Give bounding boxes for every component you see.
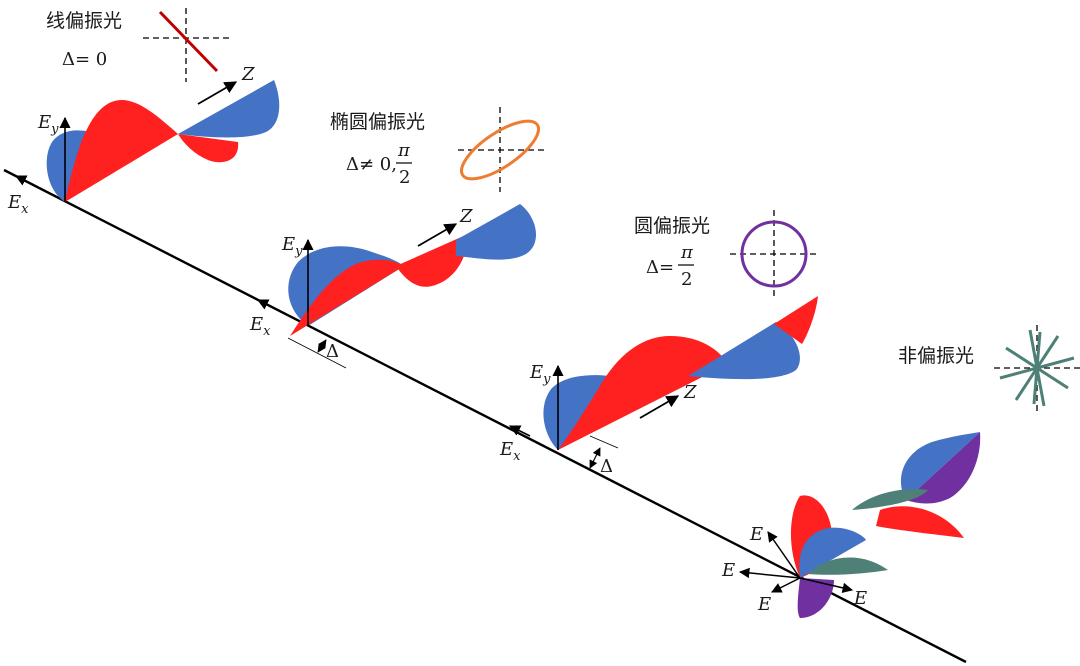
elliptical-blue-lobe-right xyxy=(456,204,537,260)
linear-ey-label: Ey xyxy=(37,112,59,137)
elliptical-red-lobe-1 xyxy=(290,259,404,336)
linear-title: 线偏振光 xyxy=(46,10,122,32)
circular-frac-den: 2 xyxy=(681,269,692,290)
elliptical-frac-num: π xyxy=(397,140,411,161)
unpolarized-title: 非偏振光 xyxy=(898,345,974,367)
elliptical-ey-label: Ey xyxy=(281,234,303,259)
linear-red-lobe-1 xyxy=(65,100,178,202)
linear-z-arrow xyxy=(197,81,238,105)
unpol-teal-mid xyxy=(808,557,888,575)
elliptical-frac-den: 2 xyxy=(399,167,410,188)
unpol-purple-bottom xyxy=(797,578,834,618)
elliptical-title: 椭圆偏振光 xyxy=(330,111,425,133)
unpol-purple-top xyxy=(906,432,981,504)
circular-ex-label: Ex xyxy=(499,439,521,464)
circle-icon xyxy=(730,210,818,298)
circular-delta-arrow xyxy=(589,447,601,469)
elliptical-delta-arrow xyxy=(317,339,327,353)
circular-blue-lobe-mid xyxy=(688,322,800,380)
elliptical-wave-group xyxy=(256,204,537,369)
circular-ex-arrow xyxy=(508,425,531,437)
circular-wave-group xyxy=(508,296,818,469)
linear-phase: Δ= 0 xyxy=(62,49,107,70)
unpol-e-arrow-left xyxy=(738,567,801,579)
circular-red-lobe-1 xyxy=(558,336,728,450)
linear-wave-group xyxy=(14,80,280,202)
unpol-blue-top xyxy=(901,432,980,500)
elliptical-z-label: Z xyxy=(459,206,473,227)
elliptical-phase-prefix: Δ≠ 0, xyxy=(346,154,397,175)
unpol-e-arrow-downleft xyxy=(771,577,801,593)
unpol-blue-mid xyxy=(799,527,866,578)
linear-z-label: Z xyxy=(241,64,255,85)
unpol-e-label-up: E xyxy=(749,524,763,545)
circular-delta-label: Δ xyxy=(600,456,613,477)
elliptical-z-arrow xyxy=(417,223,458,247)
elliptical-red-lobe-2 xyxy=(396,234,468,287)
unpolarized-wave-group xyxy=(738,432,981,618)
circular-z-arrow xyxy=(639,395,680,419)
elliptical-ex-label: Ex xyxy=(249,314,271,339)
circular-frac-num: π xyxy=(680,242,694,263)
unpol-red-right xyxy=(876,506,964,538)
unpol-e-label-left: E xyxy=(721,560,735,581)
circular-ey-label: Ey xyxy=(529,362,551,387)
linear-ex-label: Ex xyxy=(7,192,29,217)
elliptical-delta-label: Δ xyxy=(326,341,339,362)
circular-delta-guide xyxy=(589,435,619,449)
circular-z-label: Z xyxy=(683,382,697,403)
linear-red-lobe-2 xyxy=(178,134,239,163)
linear-ex-arrow xyxy=(14,175,35,186)
line-icon xyxy=(143,8,230,82)
unpol-teal-top xyxy=(852,488,928,510)
circular-title: 圆偏振光 xyxy=(634,215,710,237)
unpol-e-arrow-right xyxy=(799,577,854,593)
circular-red-tip xyxy=(774,296,818,344)
circular-phase-prefix: Δ= xyxy=(646,257,674,278)
elliptical-ex-arrow xyxy=(256,299,279,311)
unpol-e-arrow-up xyxy=(767,531,801,579)
ellipse-icon xyxy=(458,107,545,192)
unpol-e-label-downleft: E xyxy=(757,594,771,615)
linear-blue-lobe-right xyxy=(178,80,280,138)
elliptical-delta-guide xyxy=(287,337,347,369)
starburst-icon xyxy=(994,325,1080,412)
unpol-e-label-right: E xyxy=(853,588,867,609)
